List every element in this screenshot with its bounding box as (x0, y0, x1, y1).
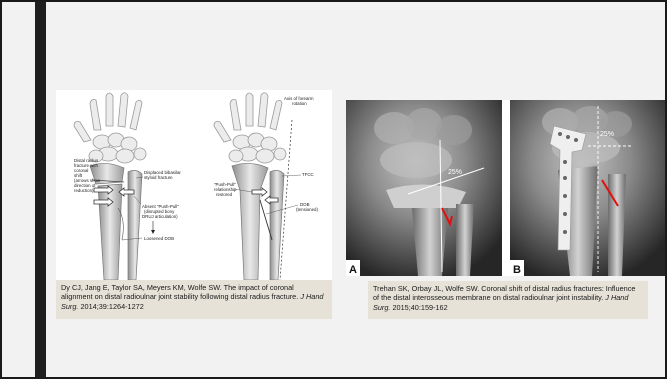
xray-panel-b: 25% B (510, 100, 665, 276)
panel-letter-a: A (349, 264, 357, 276)
fractured-wrist-drawing (74, 93, 146, 163)
ulna (128, 170, 142, 280)
xray-panel-a: 25% A (346, 100, 502, 276)
label-line: styloid fracture (144, 175, 173, 180)
label-displaced-styloid: Displaced bibasilar styloid fracture (136, 170, 181, 180)
label-line: (tensioned) (296, 207, 319, 212)
caption-authors: Dy CJ, Jang E, Taylor SA, Meyers KM, Wol… (61, 283, 222, 292)
caption-authors: Trehan SK, Orbay JL, Wolfe SW. (373, 284, 479, 293)
caption-citation: 2015;40:159-162 (392, 303, 447, 312)
angle-label-b: 25% (600, 131, 614, 138)
label-tfcc: TFCC (282, 172, 314, 177)
svg-text:TFCC: TFCC (302, 172, 314, 177)
radius-shaft (98, 184, 122, 280)
xray-panels: 25% A (346, 100, 665, 276)
label-loosened-dob: Loosened DOB (144, 236, 174, 241)
label-line: DRUJ articulation) (142, 214, 178, 219)
right-figure-caption: Trehan SK, Orbay JL, Wolfe SW. Coronal s… (368, 281, 648, 319)
slide-side-bar (35, 2, 46, 377)
label-axis-of-rotation: Axis of forearm rotation (284, 96, 314, 106)
label-line: reduction) (74, 188, 94, 193)
label-line: rotation (292, 101, 307, 106)
reduced-wrist-drawing (214, 93, 286, 163)
label-absent-push-pull: Absent "Push-Pull" (disrupted bony DRUJ … (134, 196, 179, 234)
label-line: restored (216, 192, 233, 197)
xray-figure: 25% A (346, 100, 665, 276)
wrist-diagram: Distal radius fracture with coronal shif… (56, 90, 332, 280)
panel-letter-b: B (513, 264, 521, 276)
left-figure-caption: Dy CJ, Jang E, Taylor SA, Meyers KM, Wol… (56, 280, 332, 319)
angle-label-a: 25% (448, 169, 462, 176)
caption-citation: 2014;39:1264-1272 (80, 302, 143, 311)
left-illustration: Distal radius fracture with coronal shif… (56, 90, 332, 280)
ulna-reduced (270, 170, 284, 280)
radius-reduced (232, 163, 268, 280)
